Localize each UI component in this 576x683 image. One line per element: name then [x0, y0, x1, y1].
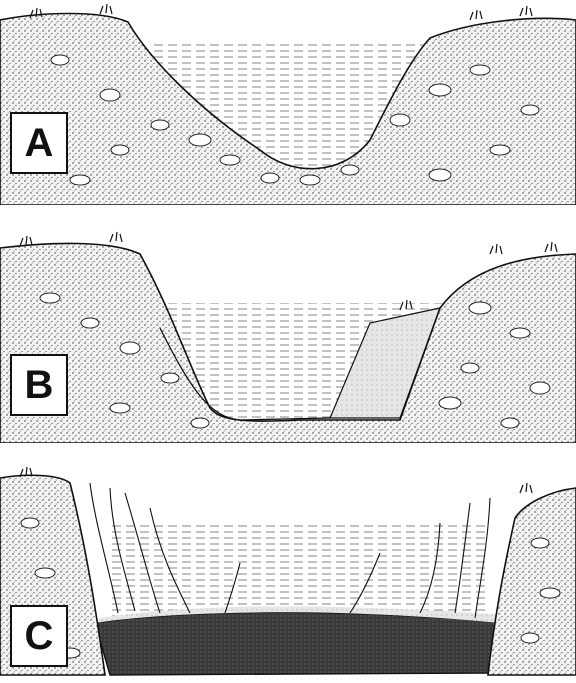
panel-label-a: A [10, 112, 68, 174]
grass-tufts [20, 467, 532, 493]
panel-c: C [0, 463, 576, 683]
panel-b: B [0, 228, 576, 443]
dark-sediment-infill [95, 612, 500, 675]
panel-label-b: B [10, 354, 68, 416]
panel-b-illustration [0, 228, 576, 443]
panel-a: A [0, 0, 576, 205]
panel-c-illustration [0, 463, 576, 683]
panel-a-illustration [0, 0, 576, 205]
panel-label-c: C [10, 605, 68, 667]
